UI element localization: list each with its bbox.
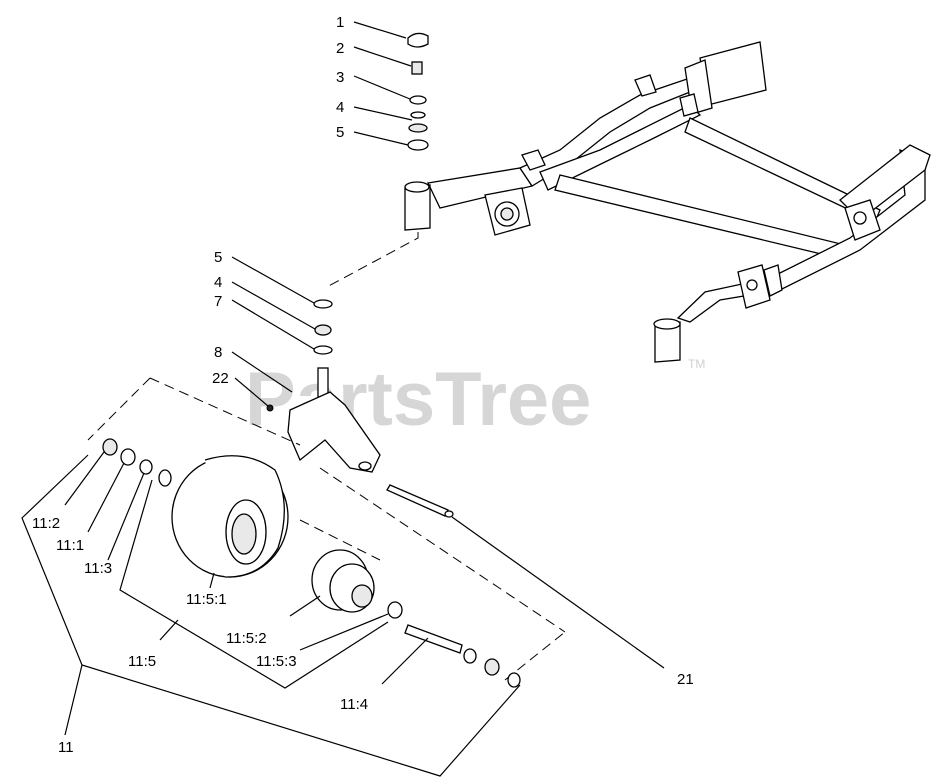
callout-4-lower: 4 <box>214 274 222 291</box>
bearing-part-4-lower <box>314 324 332 336</box>
callout-21: 21 <box>677 671 694 688</box>
callout-labels: 1 2 3 4 5 5 4 7 8 22 11:2 11:1 11:3 11:5… <box>32 14 694 756</box>
callout-11-5-3: 11:5:3 <box>256 653 297 670</box>
callout-1: 1 <box>336 14 344 31</box>
spacer-part-11-5-3 <box>387 601 403 619</box>
frame-assembly <box>404 41 931 363</box>
callout-5-lower: 5 <box>214 249 222 266</box>
grease-fitting-part-22 <box>266 404 274 412</box>
callout-11-5-1: 11:5:1 <box>186 591 227 608</box>
axle-tube-part-11-4 <box>404 624 463 654</box>
callout-11-1: 11:1 <box>56 537 84 554</box>
callout-11-5-2: 11:5:2 <box>226 630 267 647</box>
callout-3: 3 <box>336 69 344 86</box>
bearing-part-4-top <box>408 123 428 133</box>
axle-bolt-part-21 <box>386 484 449 517</box>
callout-22: 22 <box>212 370 229 387</box>
callout-11-3: 11:3 <box>84 560 112 577</box>
washer-part-3 <box>409 95 427 105</box>
callout-11-5: 11:5 <box>128 653 156 670</box>
dust-cap-part-1 <box>407 32 429 48</box>
cup-part-5-lower <box>313 299 333 309</box>
fork-assembly <box>266 299 381 473</box>
callout-4-top: 4 <box>336 99 344 116</box>
cup-part-5-top <box>407 139 429 151</box>
callout-11: 11 <box>58 739 74 756</box>
callout-2: 2 <box>336 40 344 57</box>
callout-11-2: 11:2 <box>32 515 60 532</box>
nut-part-2 <box>411 61 423 75</box>
wheel-assembly <box>102 438 521 688</box>
leader-lines <box>21 21 665 777</box>
fork-part-8 <box>287 391 381 473</box>
upper-caster-stack <box>407 32 429 151</box>
callout-11-4: 11:4 <box>340 696 368 713</box>
seal-part-7 <box>313 345 333 355</box>
watermark-trademark: TM <box>688 357 705 371</box>
seal-part-4-top <box>410 111 426 119</box>
callout-8: 8 <box>214 344 222 361</box>
callout-7: 7 <box>214 293 222 310</box>
callout-5-top: 5 <box>336 124 344 141</box>
